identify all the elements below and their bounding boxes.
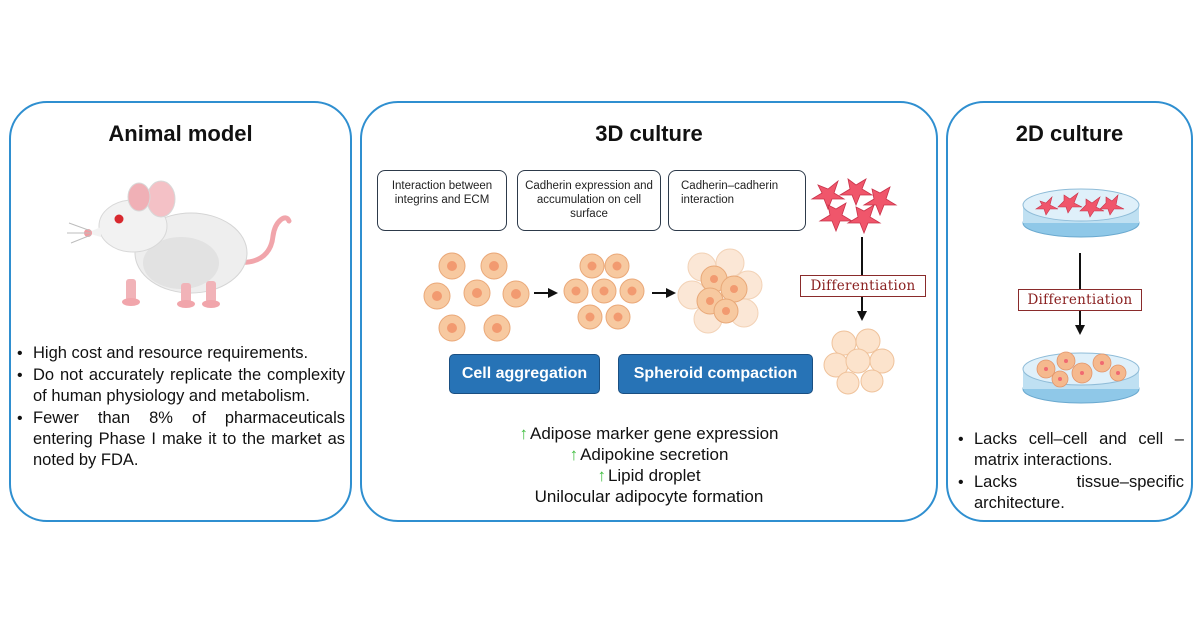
animal-model-limitations: High cost and resource requirements. Do … <box>15 343 345 472</box>
preadipocyte-cluster-illustration <box>810 178 898 235</box>
up-arrow-icon: ↑ <box>519 424 528 443</box>
cadherin-interaction-box: Cadherin–cadherin interaction <box>668 170 806 231</box>
cell-aggregation-button: Cell aggregation <box>449 354 600 394</box>
arrow-down-icon <box>861 237 863 275</box>
spheroid-illustration <box>677 248 763 334</box>
outcome-adipokine: ↑Adipokine secretion <box>569 445 729 464</box>
arrow-right-icon <box>652 288 676 298</box>
arrow-down-icon <box>1075 311 1085 335</box>
petri-dish-adipocytes-illustration <box>1022 351 1140 404</box>
arrow-down-icon <box>1079 253 1081 289</box>
arrow-down-icon <box>857 297 867 321</box>
animal-limitation-3: Fewer than 8% of pharmaceuticals enterin… <box>15 408 345 471</box>
2d-limitation-1: Lacks cell–cell and cell –matrix interac… <box>956 429 1184 471</box>
outcome-unilocular: Unilocular adipocyte formation <box>534 487 764 506</box>
differentiation-label-3d: Differentiation <box>800 275 926 297</box>
animal-limitation-1: High cost and resource requirements. <box>15 343 345 364</box>
spheroid-compaction-button: Spheroid compaction <box>618 354 813 394</box>
petri-dish-preadipocytes-illustration <box>1022 188 1140 238</box>
outcome-lipid-droplet: ↑Lipid droplet <box>597 466 701 485</box>
2d-limitation-2: Lacks tissue–specific architecture. <box>956 472 1184 514</box>
animal-limitation-2: Do not accurately replicate the complexi… <box>15 365 345 407</box>
3d-culture-panel: 3D culture Interaction between integrins… <box>360 101 938 522</box>
mouse-illustration <box>67 180 292 308</box>
cadherin-expression-box: Cadherin expression and accumulation on … <box>517 170 661 231</box>
2d-culture-title: 2D culture <box>1015 121 1124 146</box>
outcome-marker-gene: ↑Adipose marker gene expression <box>519 424 779 443</box>
up-arrow-icon: ↑ <box>569 445 579 464</box>
integrin-ecm-box: Interaction between integrins and ECM <box>377 170 507 231</box>
2d-culture-limitations: Lacks cell–cell and cell –matrix interac… <box>956 429 1184 515</box>
differentiation-label-2d: Differentiation <box>1018 289 1142 311</box>
3d-outcomes: ↑Adipose marker gene expression ↑Adipoki… <box>362 423 936 507</box>
2d-culture-panel: 2D culture Differentiation Lacks <box>946 101 1193 522</box>
scattered-cells-illustration <box>423 252 530 342</box>
animal-model-title: Animal model <box>108 121 253 146</box>
3d-culture-title: 3D culture <box>595 121 703 146</box>
up-arrow-icon: ↑ <box>597 466 606 485</box>
adipocyte-spheroid-illustration <box>823 328 895 395</box>
aggregated-cells-illustration <box>563 253 645 330</box>
animal-model-panel: Animal model High cost and resource requ… <box>9 101 352 522</box>
arrow-right-icon <box>534 288 558 298</box>
